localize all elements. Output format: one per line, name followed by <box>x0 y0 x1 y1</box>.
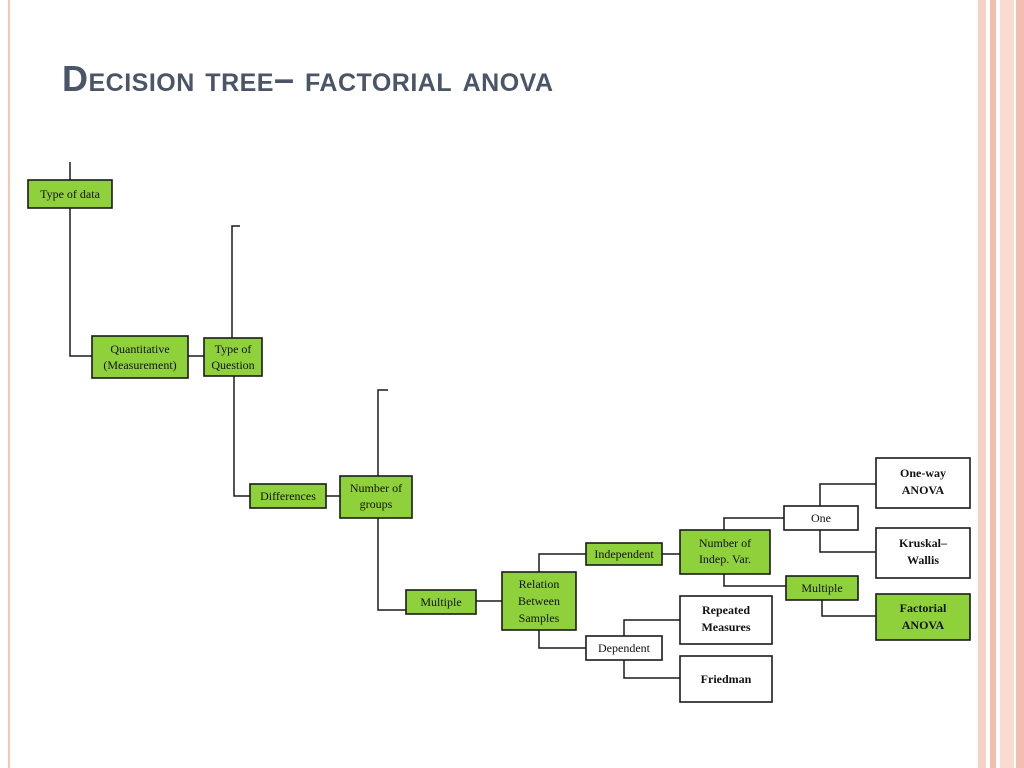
edge-relation-independent <box>538 553 586 572</box>
tree-node-dependent-line-1: Dependent <box>598 641 651 655</box>
tree-node-one-line-1: One <box>811 511 831 525</box>
edge-numberofgroups-multiple <box>377 518 406 611</box>
edge-one-onewayanova <box>819 483 876 506</box>
right-accent-band-3 <box>1000 0 1014 768</box>
edge-numberofgroups-bracket <box>377 389 388 476</box>
tree-node-type-of-question-line-2: Question <box>211 358 254 372</box>
tree-node-factorial-anova-line-1: Factorial <box>900 601 947 615</box>
decision-tree-diagram: Type of data Quantitative (Measurement) … <box>27 162 971 703</box>
tree-node-differences-line-1: Differences <box>260 489 316 503</box>
edge-multiple-factorialanova <box>821 600 876 617</box>
edge-indepvar-one <box>723 517 784 530</box>
edge-typeofquestion-bracket <box>231 225 240 338</box>
tree-node-one: One <box>783 505 859 531</box>
tree-node-one-way-anova-line-1: One-way <box>900 466 946 480</box>
tree-node-differences: Differences <box>249 483 327 509</box>
tree-node-repeated-measures: Repeated Measures <box>679 595 773 645</box>
left-accent-line <box>8 0 10 768</box>
tree-node-type-of-data-line-1: Type of data <box>40 187 100 201</box>
tree-node-friedman: Friedman <box>679 655 773 703</box>
tree-node-relation-between-samples: Relation Between Samples <box>501 571 577 631</box>
tree-node-relation-between-samples-line-3: Samples <box>519 611 560 625</box>
tree-node-multiple-groups-line-1: Multiple <box>420 595 461 609</box>
tree-node-multiple-indep: Multiple <box>785 575 859 601</box>
edge-typeofdata-quantitative <box>69 208 92 357</box>
right-accent-band-1 <box>978 0 986 768</box>
tree-node-factorial-anova-line-2: ANOVA <box>902 618 945 632</box>
tree-node-type-of-question-line-1: Type of <box>215 342 252 356</box>
edge-dependent-friedman <box>623 660 680 679</box>
tree-node-friedman-line-1: Friedman <box>701 672 752 686</box>
tree-node-number-of-groups: Number of groups <box>339 475 413 519</box>
tree-node-repeated-measures-line-1: Repeated <box>702 603 750 617</box>
tree-node-factorial-anova: Factorial ANOVA <box>875 593 971 641</box>
tree-node-quantitative-line-1: Quantitative <box>110 342 169 356</box>
tree-node-kruskal-wallis-line-1: Kruskal– <box>899 536 948 550</box>
edge-relation-dependent <box>538 630 586 649</box>
edge-indepvar-multiple <box>723 574 786 587</box>
edge-one-kruskalwallis <box>819 530 876 553</box>
tree-node-number-of-groups-line-2: groups <box>360 497 393 511</box>
tree-node-one-way-anova-line-2: ANOVA <box>902 483 945 497</box>
tree-node-type-of-question: Type of Question <box>203 337 263 377</box>
tree-node-quantitative: Quantitative (Measurement) <box>91 335 189 379</box>
tree-node-relation-between-samples-line-2: Between <box>518 594 560 608</box>
right-accent-band-4 <box>1016 0 1024 768</box>
tree-node-dependent: Dependent <box>585 635 663 661</box>
tree-node-number-of-groups-line-1: Number of <box>350 481 402 495</box>
edge-typeofquestion-differences <box>233 376 250 497</box>
tree-edges <box>69 162 876 679</box>
tree-node-quantitative-line-2: (Measurement) <box>103 358 176 372</box>
tree-node-independent: Independent <box>585 542 663 566</box>
tree-node-relation-between-samples-line-1: Relation <box>519 577 560 591</box>
tree-node-one-way-anova: One-way ANOVA <box>875 457 971 509</box>
slide-title: Decision tree– factorial anova <box>62 58 554 99</box>
tree-node-kruskal-wallis: Kruskal– Wallis <box>875 527 971 579</box>
tree-node-multiple-indep-line-1: Multiple <box>801 581 842 595</box>
tree-node-number-of-indep-var-line-2: Indep. Var. <box>699 552 751 566</box>
tree-node-type-of-data: Type of data <box>27 179 113 209</box>
tree-node-independent-line-1: Independent <box>594 547 654 561</box>
edge-dependent-repeatedmeasures <box>623 619 680 636</box>
tree-node-number-of-indep-var-line-1: Number of <box>699 536 751 550</box>
tree-node-number-of-indep-var: Number of Indep. Var. <box>679 529 771 575</box>
tree-node-multiple-groups: Multiple <box>405 589 477 615</box>
tree-node-kruskal-wallis-line-2: Wallis <box>907 553 939 567</box>
tree-node-repeated-measures-line-2: Measures <box>701 620 750 634</box>
right-accent-band-2 <box>990 0 996 768</box>
